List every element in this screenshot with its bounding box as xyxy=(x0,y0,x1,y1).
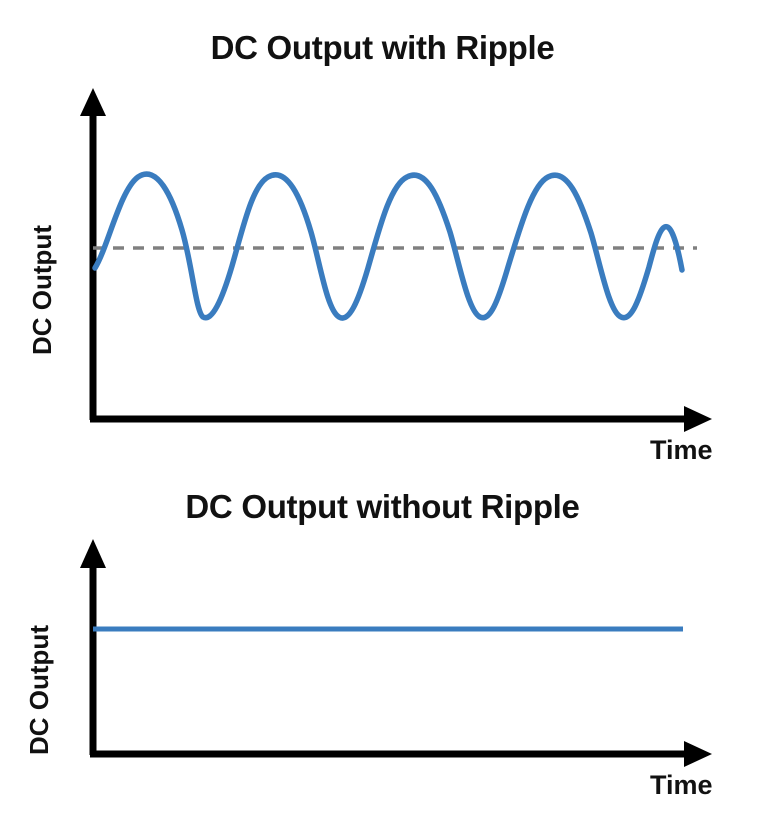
x-axis-label-with-ripple: Time xyxy=(650,435,713,465)
y-axis-without-ripple xyxy=(80,539,106,755)
panel-title-without-ripple: DC Output without Ripple xyxy=(185,488,580,525)
x-axis-arrow-icon xyxy=(684,406,712,432)
plot-area-without-ripple xyxy=(80,539,712,767)
x-axis-label-without-ripple: Time xyxy=(650,770,713,800)
panel-dc-output-with-ripple: DC Output with Ripple DC Output Time xyxy=(27,29,713,465)
x-axis-without-ripple xyxy=(90,741,712,767)
y-axis-arrow-icon xyxy=(80,539,106,568)
panel-title-with-ripple: DC Output with Ripple xyxy=(210,29,555,66)
x-axis-with-ripple xyxy=(90,406,712,432)
ripple-waveform-line xyxy=(92,171,685,321)
y-axis-with-ripple xyxy=(80,88,106,420)
y-axis-arrow-icon xyxy=(80,88,106,116)
x-axis-arrow-icon xyxy=(684,741,712,767)
panel-dc-output-without-ripple: DC Output without Ripple DC Output Time xyxy=(0,480,765,830)
y-axis-label-without-ripple: DC Output xyxy=(24,625,54,755)
y-axis-label-with-ripple: DC Output xyxy=(27,225,57,355)
plot-area-with-ripple xyxy=(80,88,712,432)
